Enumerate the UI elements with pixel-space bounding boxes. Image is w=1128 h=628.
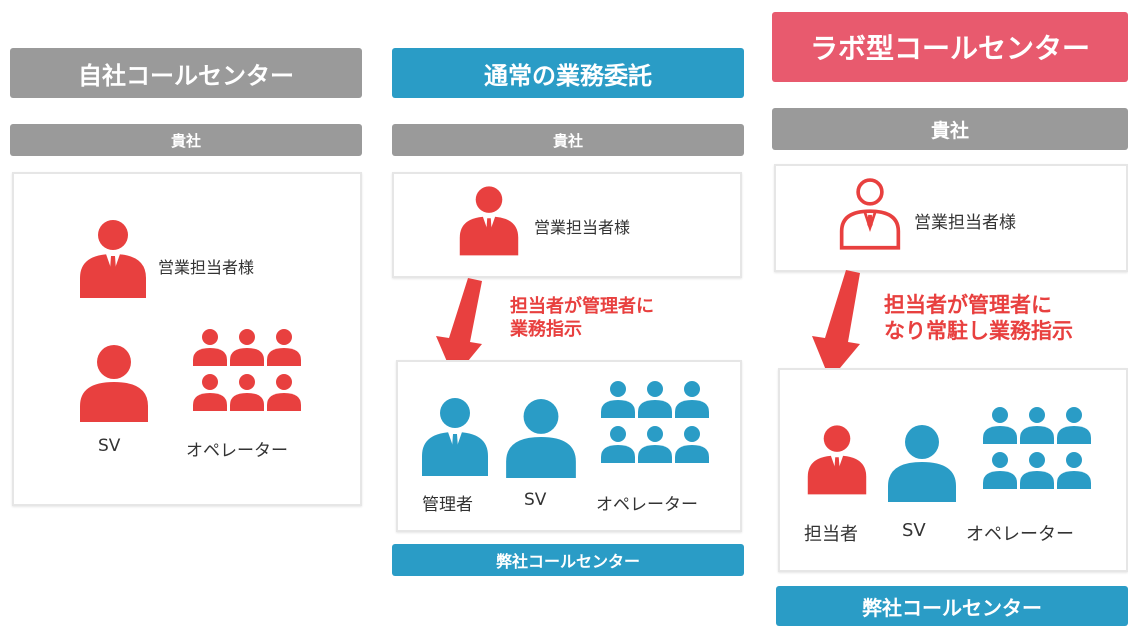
sales-person-icon <box>80 220 146 298</box>
sales-person-label: 営業担当者様 <box>534 218 631 237</box>
operator-label: オペレーター <box>596 495 698 515</box>
manager-label: 管理者 <box>422 495 473 515</box>
instruction-line-2: なり常駐し業務指示 <box>884 319 1073 344</box>
column-3-client-box <box>774 164 1128 272</box>
operator-label: オペレーター <box>966 524 1074 545</box>
column-2-client-bar: 貴社 <box>392 124 744 156</box>
sv-label: SV <box>902 520 926 541</box>
down-arrow-icon <box>812 270 860 380</box>
operators-icon <box>601 381 709 463</box>
column-3-client-bar: 貴社 <box>772 108 1128 150</box>
sales-person-label: 営業担当者様 <box>914 213 1016 233</box>
down-arrow-icon <box>436 278 482 378</box>
sales-person-outline-icon <box>839 178 901 250</box>
column-2-client-box <box>392 172 742 278</box>
operators-icon <box>983 407 1091 489</box>
instruction-text: 担当者が管理者に 業務指示 <box>510 296 654 341</box>
column-3-center-box <box>778 368 1128 572</box>
sv-icon <box>888 425 956 502</box>
sv-icon <box>80 345 148 422</box>
column-1-title: 自社コールセンター <box>10 48 362 98</box>
operators-icon <box>193 329 301 411</box>
sv-label: SV <box>524 490 547 510</box>
person-in-charge-icon <box>807 425 867 495</box>
person-in-charge-label: 担当者 <box>804 524 858 545</box>
column-1-box <box>12 172 362 506</box>
sv-icon <box>506 399 576 478</box>
instruction-line-1: 担当者が管理者に <box>510 296 654 317</box>
column-3-footer-bar: 弊社コールセンター <box>776 586 1128 626</box>
operator-label: オペレーター <box>186 441 288 461</box>
instruction-text: 担当者が管理者に なり常駐し業務指示 <box>884 292 1073 345</box>
sales-person-label: 営業担当者様 <box>158 258 255 277</box>
sv-label: SV <box>98 436 121 456</box>
sales-person-icon <box>459 186 519 256</box>
instruction-line-1: 担当者が管理者に <box>884 293 1052 317</box>
instruction-line-2: 業務指示 <box>510 318 582 340</box>
column-2-title: 通常の業務委託 <box>392 48 744 98</box>
manager-icon <box>422 398 488 476</box>
column-2-footer-bar: 弊社コールセンター <box>392 544 744 576</box>
column-3-title: ラボ型コールセンター <box>772 12 1128 82</box>
column-1-client-bar: 貴社 <box>10 124 362 156</box>
